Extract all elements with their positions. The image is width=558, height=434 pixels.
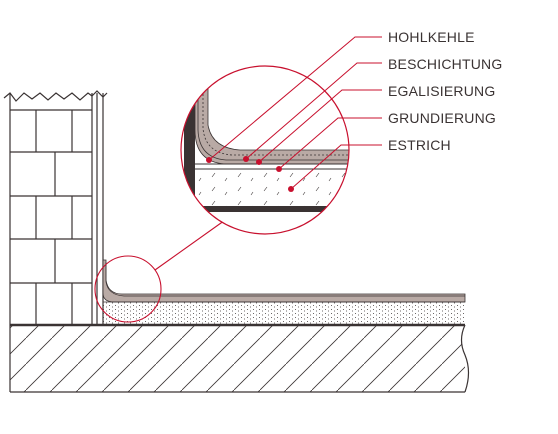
grundierung-dot xyxy=(276,166,282,172)
label-estrich: ESTRICH xyxy=(388,137,451,153)
concrete-slab xyxy=(9,323,470,393)
egalisierung-dot xyxy=(256,159,262,165)
floor-layers xyxy=(102,259,466,325)
label-grundierung: GRUNDIERUNG xyxy=(388,110,496,126)
leader-lines xyxy=(208,36,382,190)
beschichtung-dot xyxy=(243,156,249,162)
estrich-dot xyxy=(288,186,294,192)
label-egalisierung: EGALISIERUNG xyxy=(388,83,495,99)
brick-wall xyxy=(9,93,104,325)
wall-break-zigzag xyxy=(3,90,108,102)
magnifier-lens xyxy=(180,65,350,235)
label-beschichtung: BESCHICHTUNG xyxy=(388,56,502,72)
label-hohlkehle: HOHLKEHLE xyxy=(388,29,475,45)
hohlkehle-dot xyxy=(206,157,212,163)
detail-marker-circle xyxy=(94,255,162,323)
detail-connector-line xyxy=(154,217,229,271)
leader-dots xyxy=(206,156,294,192)
